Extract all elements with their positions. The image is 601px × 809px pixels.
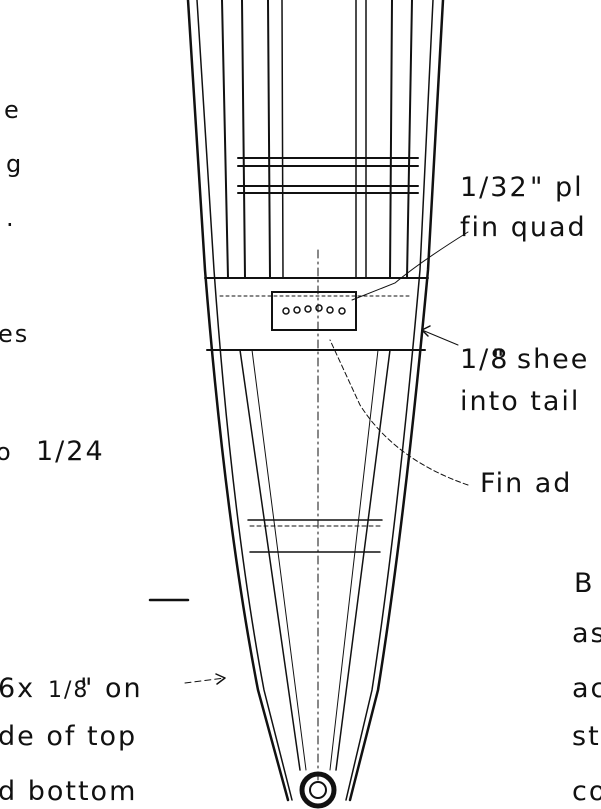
left-label-frac-1-24: 1/24 bbox=[36, 436, 105, 467]
cross-braces bbox=[237, 157, 419, 194]
fuselage-outline bbox=[186, 0, 445, 802]
left-label-on: " on bbox=[80, 673, 143, 704]
right-label-frac-1-8: 1/8 bbox=[460, 344, 509, 375]
right-label-as: as bbox=[572, 618, 601, 649]
right-label-frac-1-32: 1/32 bbox=[460, 172, 529, 203]
right-label-ac: ac bbox=[572, 673, 601, 704]
fin-adjust-plate bbox=[271, 291, 357, 331]
right-label-fin-adjust: Fin ad bbox=[480, 468, 572, 499]
inner-v bbox=[239, 349, 391, 771]
left-label-g: g bbox=[6, 150, 23, 178]
left-label-and-bottom: d bottom bbox=[0, 776, 137, 807]
tail-post-circle bbox=[299, 771, 337, 809]
left-label-period: . bbox=[6, 204, 16, 232]
right-label-co: co bbox=[572, 776, 601, 807]
right-label-ply: " pl bbox=[530, 172, 584, 203]
right-label-sheet: " shee bbox=[492, 344, 589, 375]
right-label-fin-quad: fin quad bbox=[460, 212, 587, 243]
right-label-b: B bbox=[574, 568, 595, 599]
left-label-side-of-top: de of top bbox=[0, 721, 137, 752]
left-label-o: o bbox=[0, 438, 13, 466]
right-label-st: st bbox=[572, 721, 601, 752]
right-label-into-tail: into tail bbox=[460, 386, 580, 417]
left-label-6x: 6x bbox=[0, 673, 35, 704]
left-label-e: e bbox=[4, 96, 21, 124]
leader-lines bbox=[184, 231, 469, 685]
stringers bbox=[221, 0, 413, 279]
sheet-band bbox=[204, 277, 429, 351]
left-label-frac-1-8: 1/8 bbox=[48, 678, 89, 703]
left-label-es: es bbox=[0, 320, 29, 348]
